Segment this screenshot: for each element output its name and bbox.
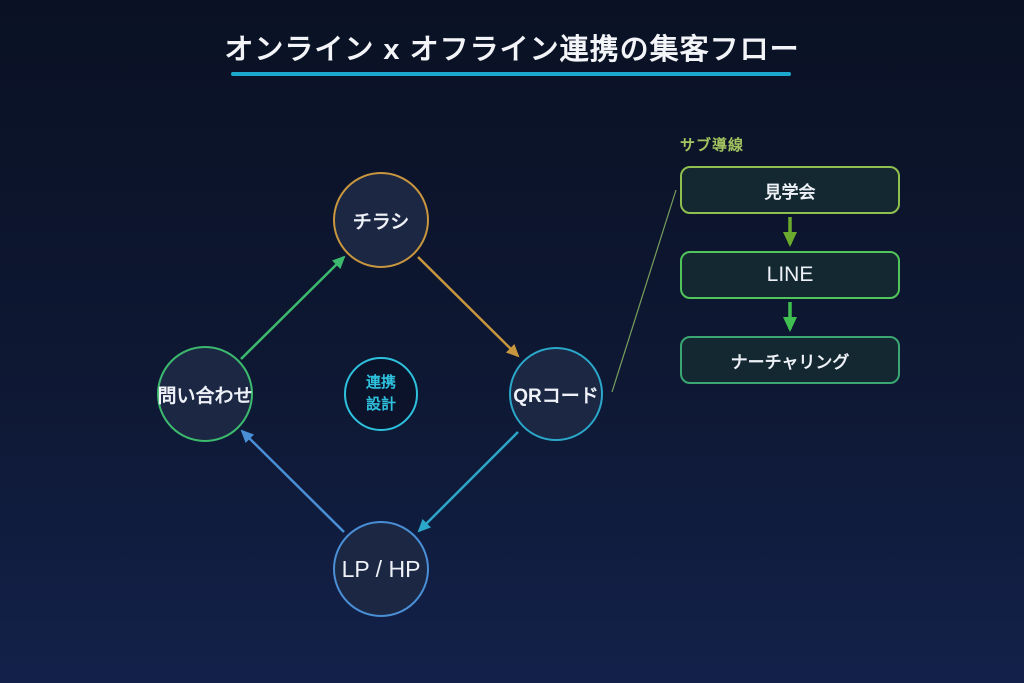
node-center-design: 連携 設計 — [344, 357, 418, 431]
subflow-step-line-label: LINE — [766, 263, 814, 286]
node-flyer: チラシ — [333, 172, 429, 268]
line-qr-to-subflow — [611, 189, 677, 393]
node-lp-hp-label: LP / HP — [341, 555, 421, 582]
arrow-qr-to-lp — [417, 431, 519, 533]
node-qr-code-label: QRコード — [513, 385, 599, 407]
subflow-step-tour: 見学会 — [680, 166, 900, 214]
subflow-heading: サブ導線 — [680, 137, 745, 154]
node-qr-code: QRコード — [509, 347, 603, 441]
title-underline — [231, 72, 791, 76]
subflow-step-nurturing: ナーチャリング — [680, 336, 900, 384]
subflow-step-nurturing-label: ナーチャリング — [730, 352, 850, 372]
node-center-line1: 連携 — [365, 374, 396, 392]
arrow-inquiry-to-flyer — [240, 255, 346, 360]
arrow-flyer-to-qr — [417, 256, 520, 358]
subflow-step-line: LINE — [680, 251, 900, 299]
node-inquiry-label: 問い合わせ — [157, 385, 253, 407]
node-center-line2: 設計 — [365, 396, 396, 413]
node-flyer-label: チラシ — [352, 211, 410, 233]
subflow-step-tour-label: 見学会 — [764, 182, 816, 202]
diagram-title: オンライン x オフライン連携の集客フロー — [224, 34, 800, 66]
node-lp-hp: LP / HP — [333, 521, 429, 617]
arrow-lp-to-inquiry — [240, 429, 345, 533]
node-inquiry: 問い合わせ — [157, 346, 253, 442]
